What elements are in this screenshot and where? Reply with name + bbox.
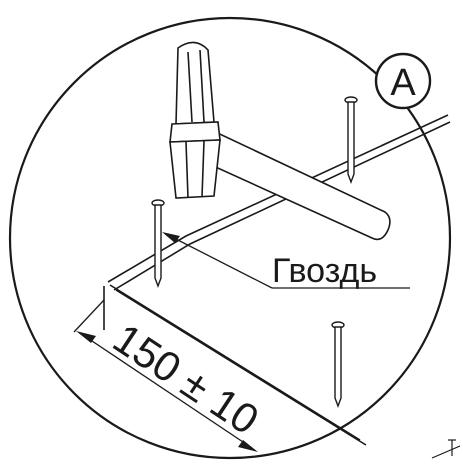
dimension-lines xyxy=(73,299,253,449)
leader-arrow xyxy=(162,232,180,243)
nail-icon xyxy=(344,96,358,184)
badge-circle xyxy=(374,52,432,110)
hammer-icon xyxy=(169,41,391,241)
nail-icon xyxy=(331,321,345,408)
detail-circle xyxy=(8,16,452,460)
nail-leader xyxy=(169,235,410,289)
badge-letter: A xyxy=(390,62,416,104)
nail-icon xyxy=(151,199,165,288)
dimension-arrows xyxy=(76,331,258,452)
section-mark xyxy=(431,439,461,459)
nail-label: Гвоздь xyxy=(272,252,377,290)
board-edges xyxy=(103,114,451,446)
